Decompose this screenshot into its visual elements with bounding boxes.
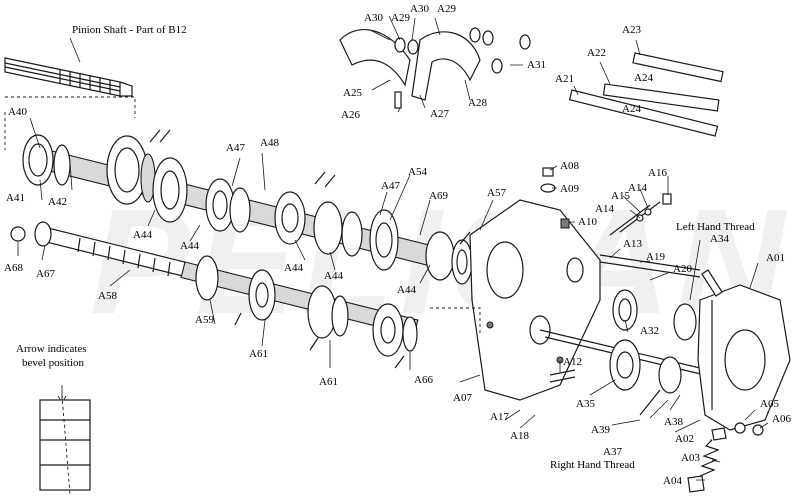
label-a68: A68 <box>4 262 23 274</box>
leader-lines <box>17 15 769 481</box>
label-a30-left: A30 <box>364 12 383 24</box>
right-hand-thread-note: Right Hand Thread <box>550 459 635 471</box>
layshaft-assembly <box>10 221 419 357</box>
label-a44-5: A44 <box>397 284 416 296</box>
label-a58: A58 <box>98 290 117 302</box>
label-a54: A54 <box>408 166 427 178</box>
label-a07: A07 <box>453 392 472 404</box>
label-a24-upper: A24 <box>634 72 653 84</box>
label-a59: A59 <box>195 314 214 326</box>
label-a39: A39 <box>591 424 610 436</box>
label-a14-upper: A14 <box>628 182 647 194</box>
label-a15: A15 <box>611 190 630 202</box>
label-a23: A23 <box>622 24 641 36</box>
label-a02: A02 <box>675 433 694 445</box>
label-a03: A03 <box>681 452 700 464</box>
bevel-inset <box>39 385 91 496</box>
end-cover <box>697 269 791 431</box>
label-a31: A31 <box>527 59 546 71</box>
intermediate-plate <box>430 199 601 401</box>
label-a44-3: A44 <box>284 262 303 274</box>
label-a13: A13 <box>623 238 642 250</box>
label-a08: A08 <box>560 160 579 172</box>
shift-forks <box>339 27 531 109</box>
label-a26: A26 <box>341 109 360 121</box>
label-a67: A67 <box>36 268 55 280</box>
label-a61-left: A61 <box>249 348 268 360</box>
selector-rods <box>568 39 724 137</box>
label-a38: A38 <box>664 416 683 428</box>
label-a57: A57 <box>487 187 506 199</box>
label-a24-lower: A24 <box>622 103 641 115</box>
label-a32: A32 <box>640 325 659 337</box>
label-a30-right: A30 <box>410 3 429 15</box>
pinion-shaft-note: Pinion Shaft - Part of B12 <box>72 24 187 36</box>
bevel-arrows <box>149 129 471 369</box>
label-a12: A12 <box>563 356 582 368</box>
main-shaft-assembly <box>22 134 473 285</box>
label-a47-left: A47 <box>226 142 245 154</box>
arrow-note-line2: bevel position <box>22 357 85 369</box>
label-a29-left: A29 <box>391 12 410 24</box>
label-a44-2: A44 <box>180 240 199 252</box>
label-a01: A01 <box>766 252 785 264</box>
label-a35: A35 <box>576 398 595 410</box>
label-a42: A42 <box>48 196 67 208</box>
label-a41: A41 <box>6 192 25 204</box>
label-a18: A18 <box>510 430 529 442</box>
label-a29-right: A29 <box>437 3 456 15</box>
label-a44-4: A44 <box>324 270 343 282</box>
label-a37: A37 <box>603 446 622 458</box>
label-a27: A27 <box>430 108 449 120</box>
left-hand-thread-note: Left Hand Thread <box>676 221 755 233</box>
label-a69: A69 <box>429 190 448 202</box>
label-a40: A40 <box>8 106 27 118</box>
label-a61-right: A61 <box>319 376 338 388</box>
label-a04: A04 <box>663 475 682 487</box>
pinion-shaft <box>4 57 136 150</box>
label-a21: A21 <box>555 73 574 85</box>
arrow-note-line1: Arrow indicates <box>16 343 87 355</box>
label-a16: A16 <box>648 167 667 179</box>
label-a06: A06 <box>772 413 791 425</box>
label-a09: A09 <box>560 183 579 195</box>
label-a28: A28 <box>468 97 487 109</box>
label-a48: A48 <box>260 137 279 149</box>
label-a47-right: A47 <box>381 180 400 192</box>
label-a22: A22 <box>587 47 606 59</box>
label-a44-1: A44 <box>133 229 152 241</box>
label-a34: A34 <box>710 233 729 245</box>
label-a25: A25 <box>343 87 362 99</box>
label-a66: A66 <box>414 374 433 386</box>
label-a05: A05 <box>760 398 779 410</box>
label-a17: A17 <box>490 411 509 423</box>
label-a14-lower: A14 <box>595 203 614 215</box>
label-a20: A20 <box>673 263 692 275</box>
selector-rods-and-bearings <box>539 254 706 416</box>
label-a19: A19 <box>646 251 665 263</box>
label-a10: A10 <box>578 216 597 228</box>
